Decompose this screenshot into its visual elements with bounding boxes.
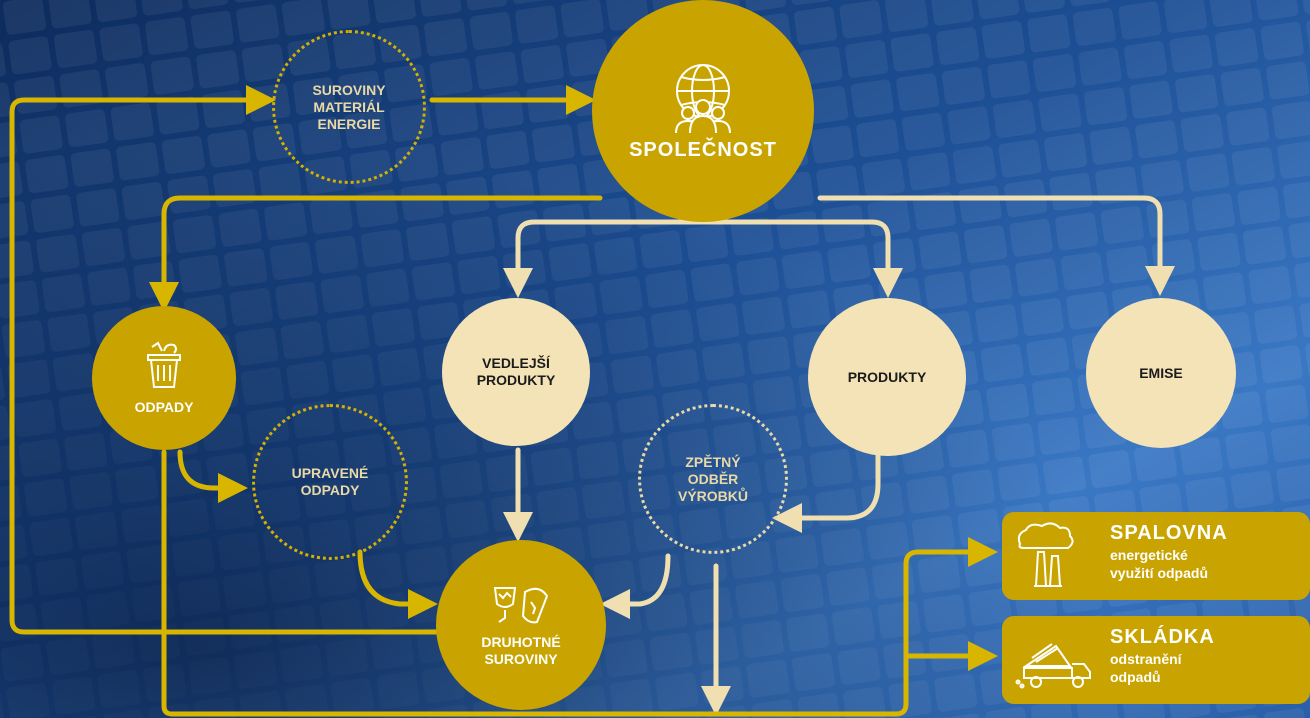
arrow-society-to-emissions — [817, 195, 1175, 296]
destination-incinerator: SPALOVNA energetické využití odpadů — [1002, 512, 1310, 600]
node-byproducts: VEDLEJŠÍ PRODUKTY — [442, 298, 590, 446]
globe-people-icon — [675, 63, 731, 133]
dump-truck-icon — [1015, 643, 1091, 689]
trash-bin-icon — [147, 341, 181, 388]
society-label: SPOLEČNOST — [629, 138, 777, 161]
node-takeback: ZPĚTNÝ ODBĚR VÝROBKŮ — [638, 404, 788, 554]
landfill-sub-line-1: odstranění — [1110, 651, 1182, 667]
arrow-secondary-to-inputs — [9, 85, 453, 635]
arrow-takeback-to-secondary — [600, 553, 671, 619]
secondary-line-2: SUROVINY — [484, 651, 558, 667]
node-emissions: EMISE — [1086, 298, 1236, 448]
landfill-sub-line-2: odpadů — [1110, 669, 1161, 685]
arrow-society-to-products — [697, 219, 903, 298]
waste-label: ODPADY — [134, 398, 194, 415]
treated-waste-line-2: ODPADY — [300, 482, 360, 498]
broken-glass-icon — [493, 587, 549, 624]
arrow-treated-to-secondary — [357, 549, 438, 619]
inputs-line-2: MATERIÁL — [313, 98, 385, 115]
factory-smoke-icon — [1017, 522, 1074, 587]
incinerator-sub: energetické využití odpadů — [1110, 546, 1208, 582]
incinerator-title: SPALOVNA — [1110, 522, 1228, 544]
landfill-title: SKLÁDKA — [1110, 626, 1215, 648]
emissions-label: EMISE — [1139, 364, 1183, 381]
inputs-line-3: ENERGIE — [317, 115, 381, 132]
node-secondary: DRUHOTNÉ SUROVINY — [436, 540, 606, 710]
node-society: SPOLEČNOST — [592, 0, 814, 222]
inputs-line-1: SUROVINY — [312, 81, 386, 98]
arrow-society-to-byproducts — [503, 219, 703, 298]
takeback-line-2: ODBĚR — [687, 470, 739, 487]
node-treated-waste: UPRAVENÉ ODPADY — [252, 404, 408, 560]
takeback-line-3: VÝROBKŮ — [677, 487, 748, 504]
byproducts-line-2: PRODUKTY — [476, 372, 556, 388]
node-inputs: SUROVINY MATERIÁL ENERGIE — [272, 30, 426, 184]
arrow-products-to-takeback — [772, 447, 881, 533]
arrow-waste-to-treated — [177, 449, 248, 503]
secondary-line-1: DRUHOTNÉ — [481, 634, 561, 650]
treated-waste-line-1: UPRAVENÉ — [291, 465, 369, 481]
incinerator-sub-line-1: energetické — [1110, 547, 1188, 563]
destination-landfill: SKLÁDKA odstranění odpadů — [1002, 616, 1310, 704]
products-label: PRODUKTY — [847, 368, 927, 385]
node-products: PRODUKTY — [808, 298, 966, 456]
arrow-waste-to-destinations — [161, 449, 998, 717]
landfill-sub: odstranění odpadů — [1110, 650, 1182, 686]
incinerator-sub-line-2: využití odpadů — [1110, 565, 1208, 581]
byproducts-line-1: VEDLEJŠÍ — [482, 355, 550, 371]
arrow-society-to-waste — [149, 195, 603, 312]
takeback-line-1: ZPĚTNÝ — [685, 453, 741, 470]
node-waste: ODPADY — [92, 306, 236, 450]
